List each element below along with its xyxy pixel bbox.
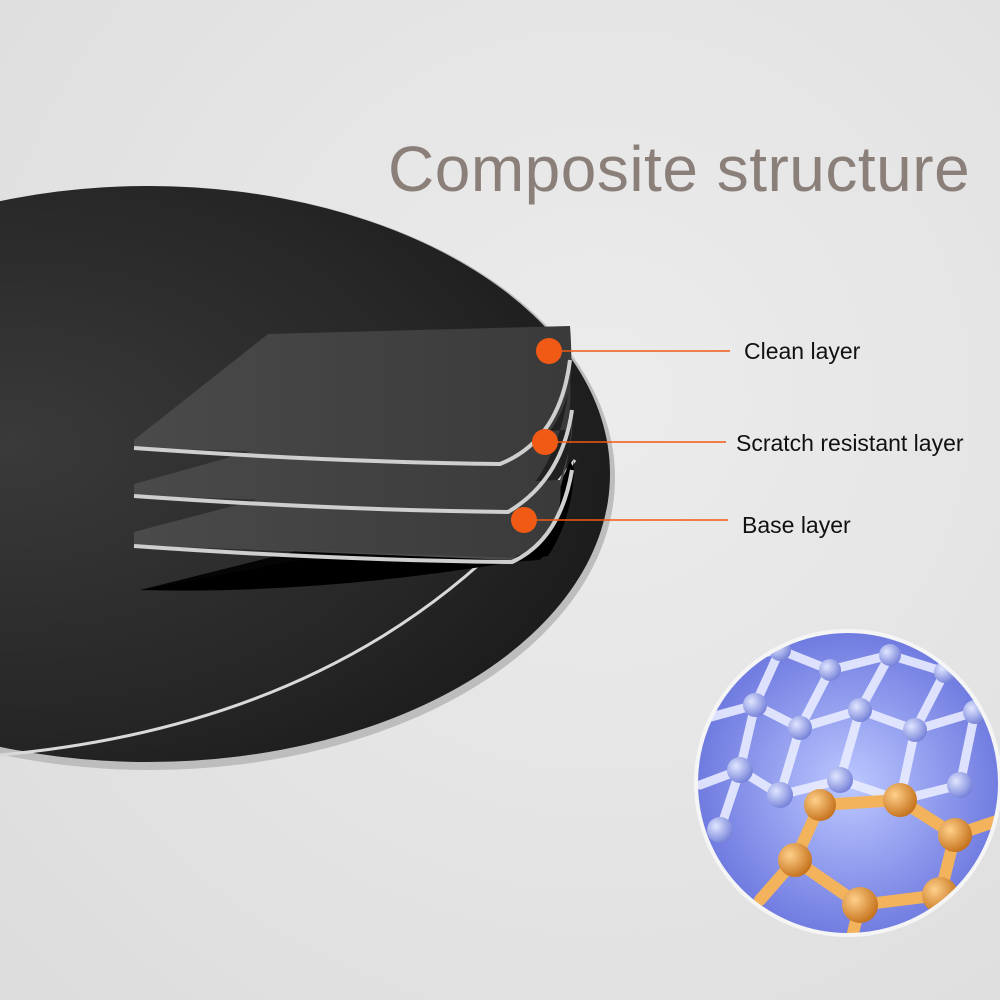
molecule-lattice [694,629,1000,937]
scratch-resistant-layer-label: Scratch resistant layer [736,430,964,456]
base-layer-label: Base layer [742,512,851,538]
page-title: Composite structure [388,133,971,205]
callout-base-layer [511,507,728,533]
callout-clean-layer [536,338,730,364]
callout-scratch-layer [532,429,726,455]
layer-sheets [133,326,574,591]
clean-layer-label: Clean layer [744,338,861,364]
